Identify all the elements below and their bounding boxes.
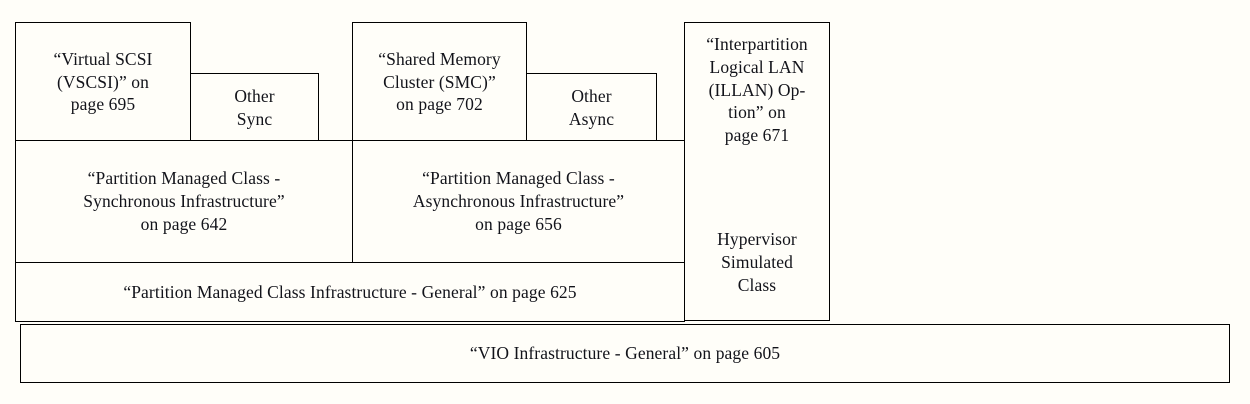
box-async-infra-label: “Partition Managed Class - Asynchronous … xyxy=(412,168,625,234)
box-partition-managed-class-infrastructure-general[interactable]: “Partition Managed Class Infrastructure … xyxy=(15,262,685,322)
box-vio-general-label: “VIO Infrastructure - General” on page 6… xyxy=(469,343,781,364)
box-shared-memory-cluster-label: “Shared Memory Cluster (SMC)” on page 70… xyxy=(378,48,501,115)
box-other-async[interactable]: Other Async xyxy=(526,73,657,142)
box-shared-memory-cluster[interactable]: “Shared Memory Cluster (SMC)” on page 70… xyxy=(352,22,527,142)
box-virtual-scsi-label: “Virtual SCSI (VSCSI)” on page 695 xyxy=(53,48,153,115)
box-other-sync-label: Other Sync xyxy=(234,85,275,129)
box-pmc-general-label: “Partition Managed Class Infrastructure … xyxy=(123,281,577,302)
box-interpartition-logical-lan-option[interactable]: “Interpartition Logical LAN (ILLAN) Op- … xyxy=(684,22,830,321)
box-virtual-scsi[interactable]: “Virtual SCSI (VSCSI)” on page 695 xyxy=(15,22,191,142)
box-other-async-label: Other Async xyxy=(568,85,615,129)
box-other-sync[interactable]: Other Sync xyxy=(190,73,319,142)
box-vio-infrastructure-general[interactable]: “VIO Infrastructure - General” on page 6… xyxy=(20,324,1230,383)
box-sync-infra-label: “Partition Managed Class - Synchronous I… xyxy=(83,168,285,234)
box-hypervisor-simulated-class-label: Hypervisor Simulated Class xyxy=(717,229,797,295)
box-partition-managed-class-synchronous-infrastructure[interactable]: “Partition Managed Class - Synchronous I… xyxy=(15,140,353,263)
box-partition-managed-class-asynchronous-infrastructure[interactable]: “Partition Managed Class - Asynchronous … xyxy=(352,140,685,263)
box-illan-label: “Interpartition Logical LAN (ILLAN) Op- … xyxy=(706,34,808,145)
